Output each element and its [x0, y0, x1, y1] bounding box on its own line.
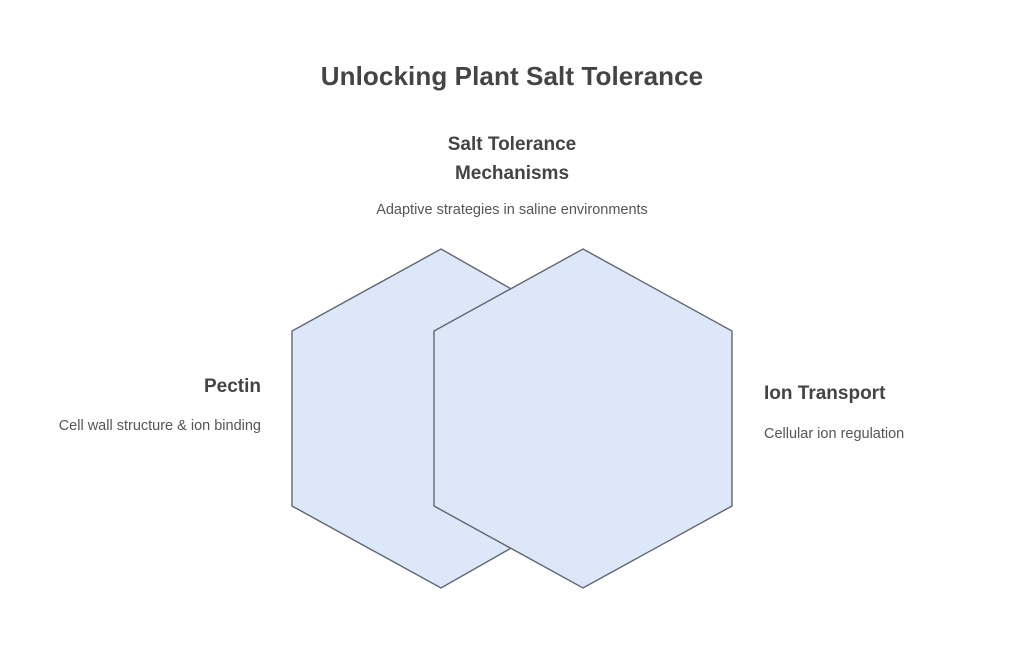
set-description-pectin: Cell wall structure & ion binding — [58, 417, 261, 434]
page-title: Unlocking Plant Salt Tolerance — [320, 61, 704, 91]
intersection-title-line-1: Salt Tolerance — [447, 134, 577, 155]
hexagon-ion-transport[interactable] — [433, 248, 733, 589]
intersection-title: Salt Tolerance Mechanisms — [362, 131, 662, 189]
set-description-ion-transport: Cellular ion regulation — [764, 425, 905, 442]
intersection-label-group: Salt Tolerance Mechanisms Adaptive strat… — [362, 131, 662, 221]
set-title-pectin: Pectin — [203, 376, 261, 397]
intersection-title-line-2: Mechanisms — [454, 162, 570, 184]
set-label-group-pectin: Pectin Cell wall structure & ion binding — [41, 374, 261, 437]
intersection-description: Adaptive strategies in saline environmen… — [376, 201, 648, 218]
set-label-group-ion-transport: Ion Transport Cellular ion regulation — [764, 381, 1004, 445]
set-title-ion-transport: Ion Transport — [764, 383, 886, 404]
